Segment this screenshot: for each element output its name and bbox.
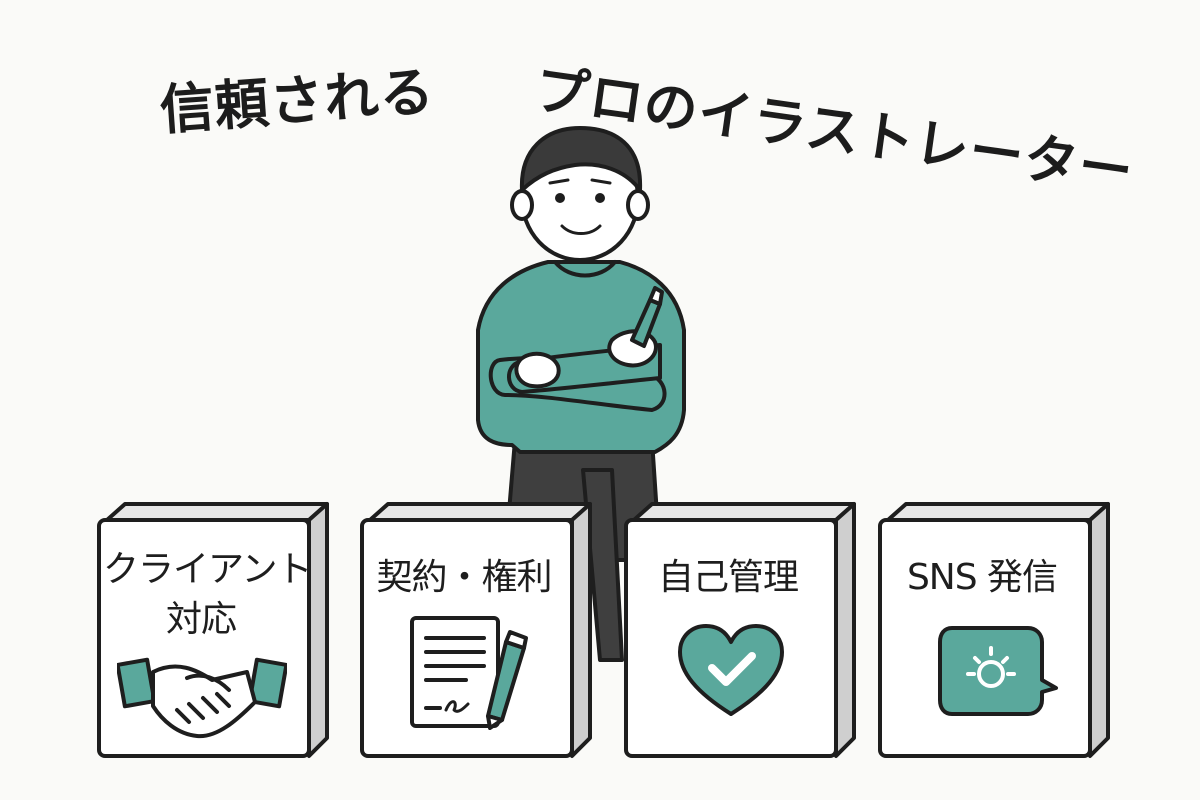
handshake-icon xyxy=(117,657,287,739)
card-self-management: 自己管理 xyxy=(622,500,860,768)
card-client-communication: クライアント 対応 xyxy=(95,500,333,768)
card-contracts-rights: 契約・権利 xyxy=(358,500,596,768)
person-hand-left xyxy=(514,351,561,389)
card-label-line1: 自己管理 xyxy=(657,557,799,598)
card-sns-posting: SNS 発信 xyxy=(876,500,1114,768)
card-label-line1: SNS 発信 xyxy=(906,557,1058,598)
heart-check-icon xyxy=(678,624,784,716)
contract-document-icon xyxy=(410,616,528,730)
card-label-line2: 対応 xyxy=(165,599,237,640)
card-label-line1: 契約・権利 xyxy=(376,557,552,598)
card-label-line1: クライアント xyxy=(103,549,313,590)
person xyxy=(476,126,686,662)
person-hair xyxy=(519,126,643,192)
pen-in-hand xyxy=(630,286,664,348)
speech-bubble-sun-icon xyxy=(938,626,1058,716)
